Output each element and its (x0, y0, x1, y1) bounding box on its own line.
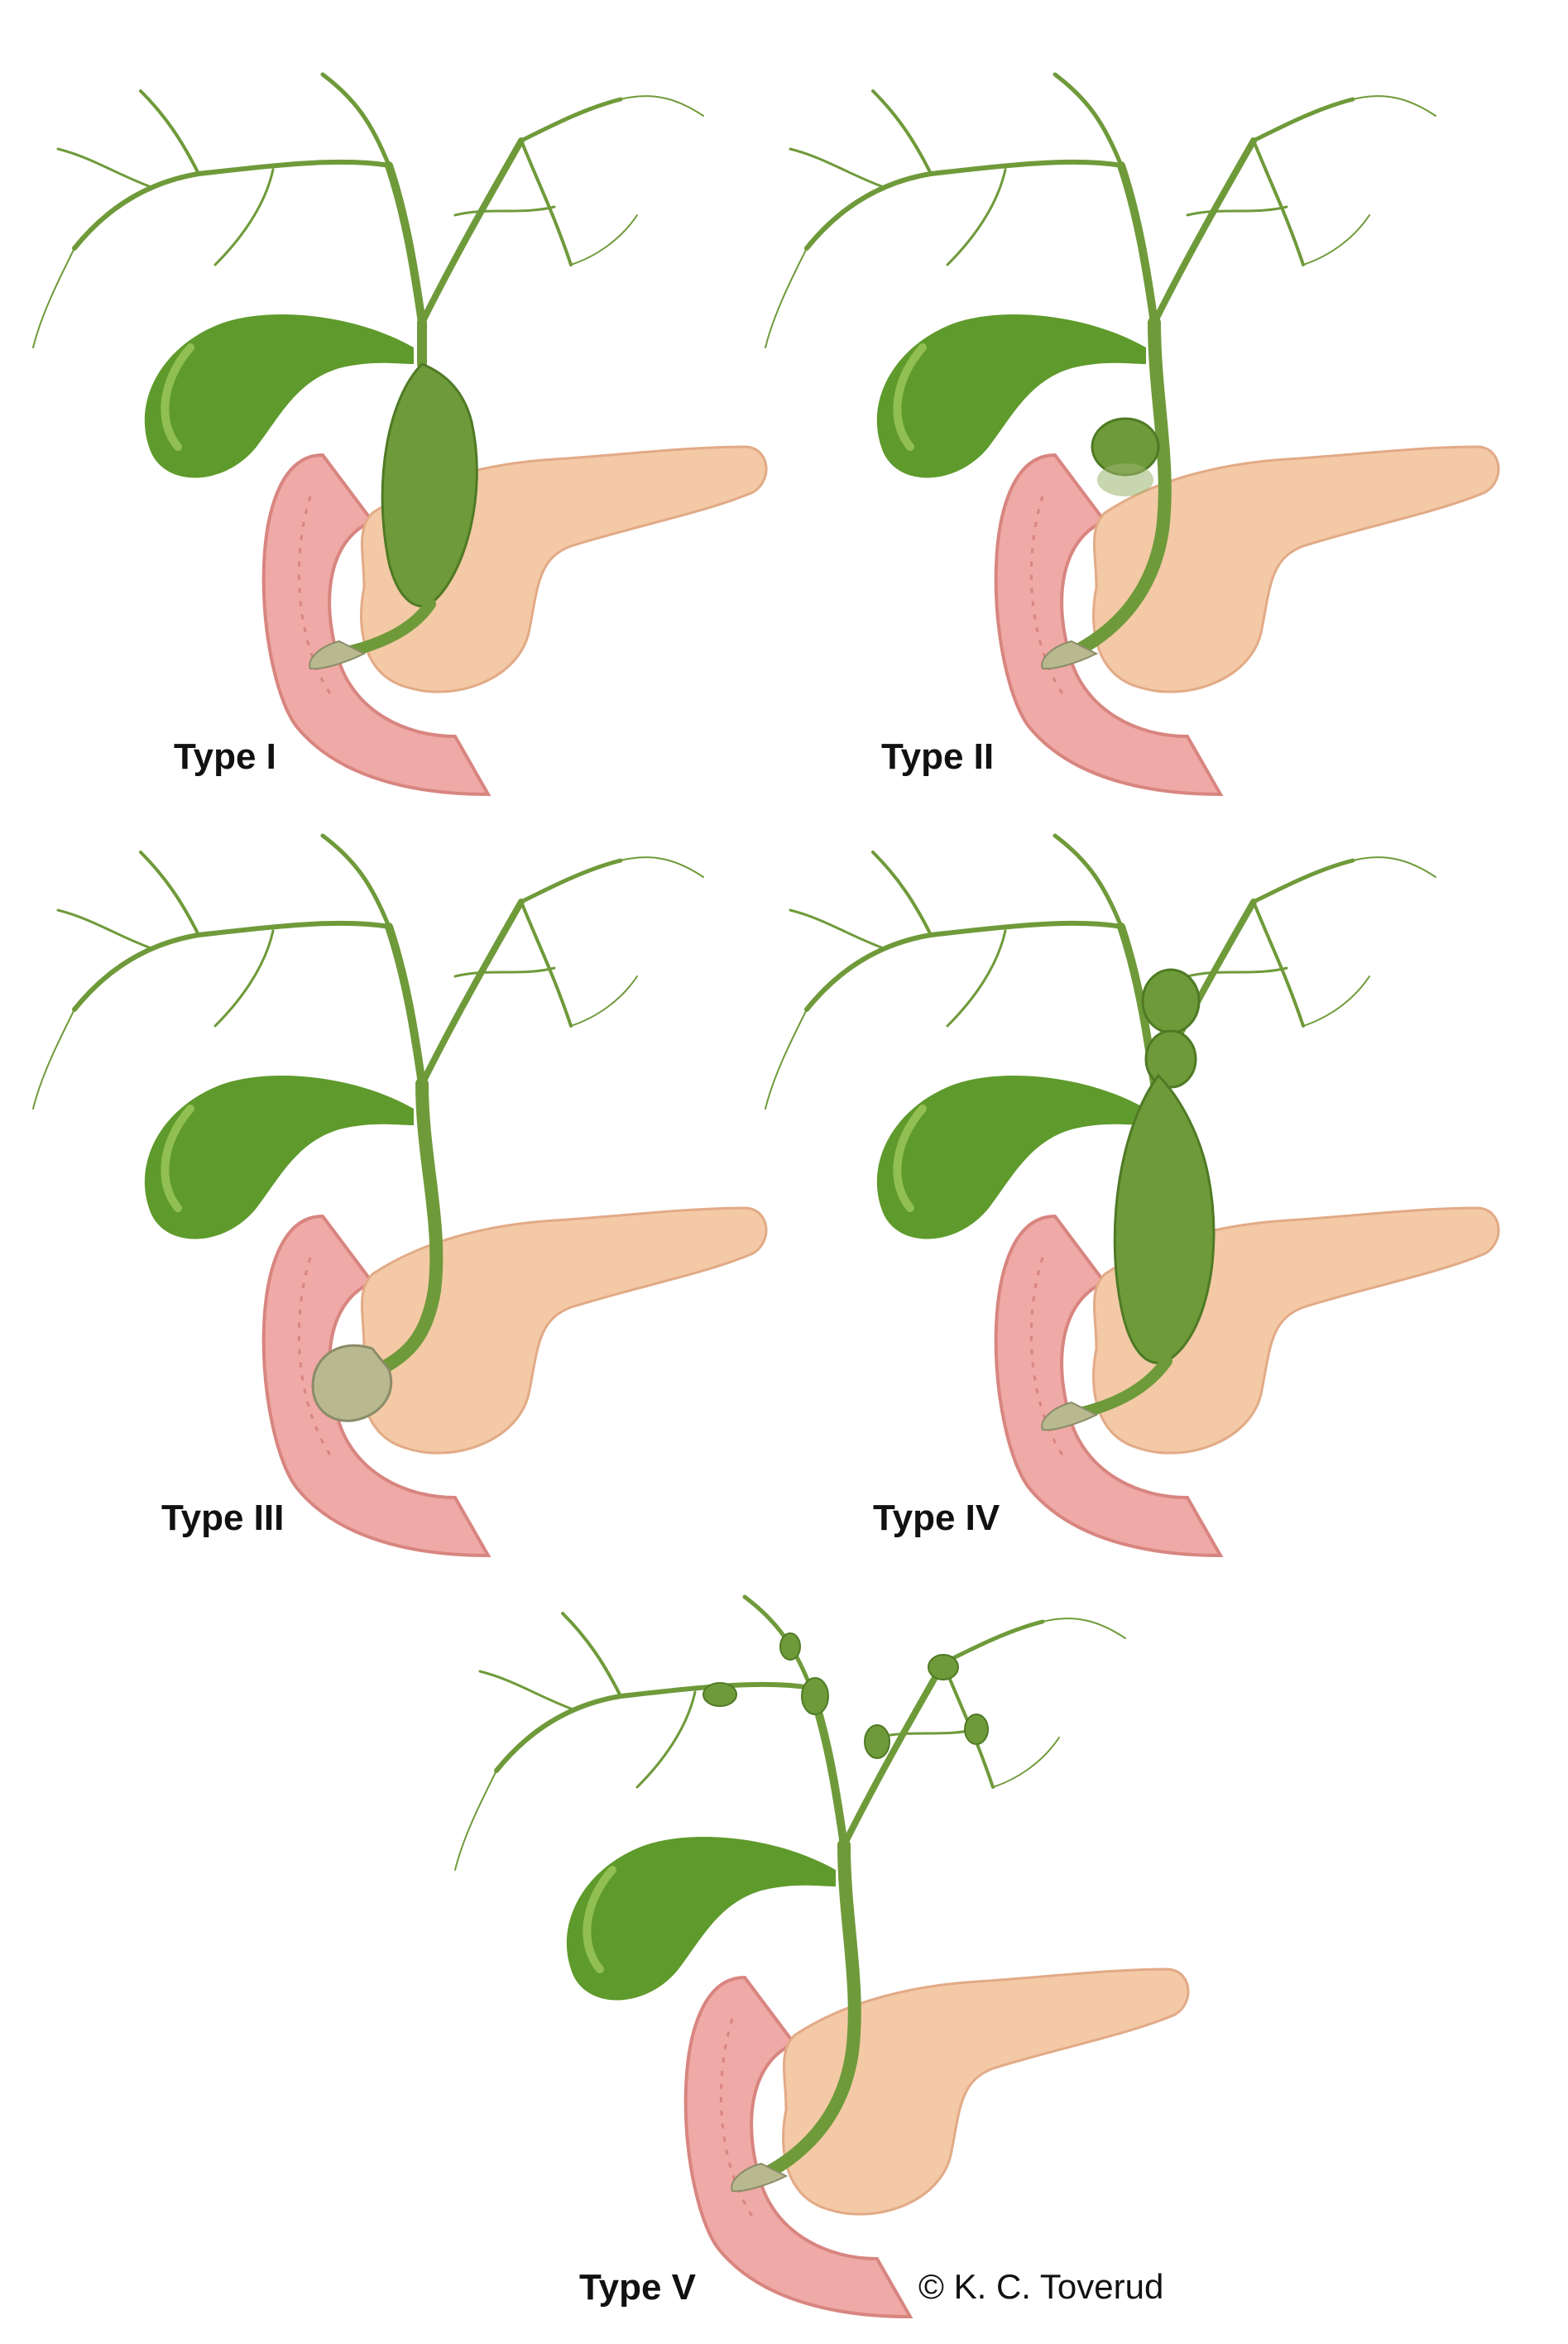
intrahepatic-ducts (32, 833, 704, 1110)
type-1-label: Type I (174, 736, 276, 777)
duodenum (261, 453, 491, 797)
pancreas (782, 1968, 1190, 2216)
biliary-diagram-type-2 (765, 72, 1500, 797)
ampulla (1041, 1401, 1099, 1431)
ampulla (731, 2162, 789, 2193)
ampulla (309, 640, 367, 670)
common-bile-duct (755, 1838, 861, 2183)
pancreas (360, 1206, 768, 1455)
biliary-diagram-type-4 (765, 833, 1500, 1558)
panel-type-1: Type I (25, 50, 811, 797)
intrahepatic-ducts (765, 833, 1436, 1110)
panel-type-3: Type III (25, 811, 811, 1558)
panel-type-4: Type IV (757, 811, 1543, 1558)
type-2-label: Type II (881, 736, 995, 777)
gallbladder (144, 1076, 414, 1239)
duodenum (994, 1214, 1224, 1558)
gallbladder (876, 1076, 1146, 1239)
biliary-diagram-type-3 (32, 833, 768, 1558)
gallbladder (566, 1837, 836, 2001)
copyright-credit: © K. C. Toverud (918, 2267, 1164, 2306)
type-4-label: Type IV (873, 1498, 1000, 1538)
type-3-label: Type III (161, 1498, 285, 1538)
diverticulum (1091, 417, 1160, 496)
intrahepatic-cysts (702, 1632, 989, 1759)
biliary-diagram-type-1 (32, 72, 768, 797)
intrahepatic-ducts (32, 72, 704, 348)
intrahepatic-cyst (1141, 968, 1201, 1089)
pancreas (1092, 445, 1500, 693)
ampulla (1041, 640, 1099, 670)
biliary-diagram-type-5 (454, 1594, 1190, 2319)
choledochocele (311, 1344, 393, 1422)
intrahepatic-ducts (765, 72, 1436, 348)
gallbladder (876, 314, 1146, 478)
common-bile-duct (1065, 316, 1172, 660)
duodenum (994, 453, 1224, 797)
panel-type-2: Type II (757, 50, 1543, 797)
panel-type-5: Type V © K. C. Toverud (447, 1572, 1233, 2319)
duodenum (683, 1975, 913, 2319)
gallbladder (144, 314, 414, 478)
type-5-label: Type V (579, 2267, 697, 2308)
common-bile-duct (366, 1077, 444, 1380)
